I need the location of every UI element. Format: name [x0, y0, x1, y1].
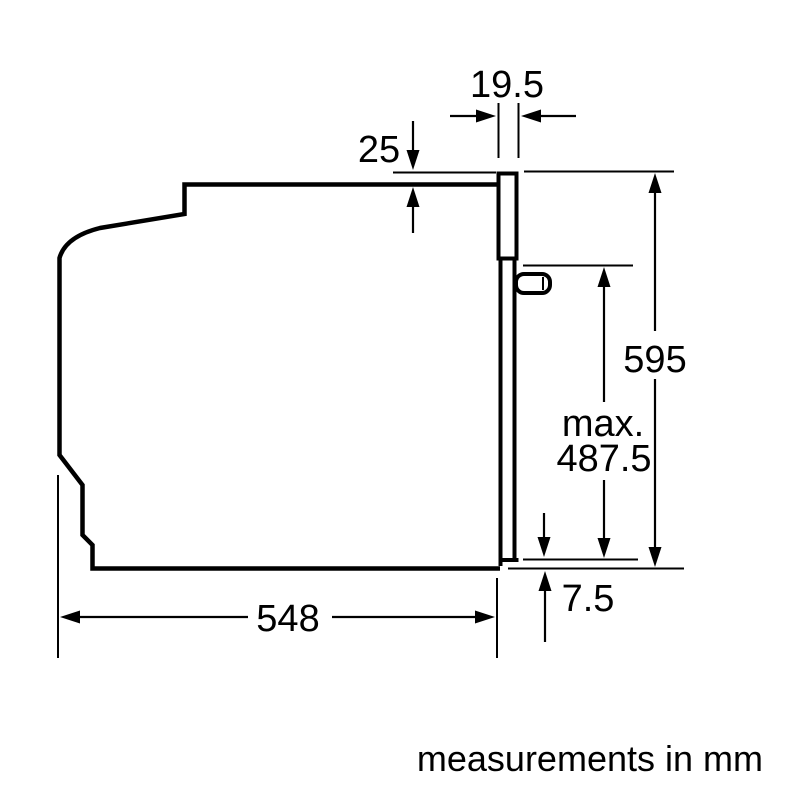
arrowhead-down	[537, 537, 551, 557]
appliance-drawing	[57, 171, 552, 571]
dim-label-7-5: 7.5	[562, 578, 615, 620]
arrowhead-up	[538, 571, 552, 591]
units-note: measurements in mm	[417, 738, 763, 779]
dim-bottom-gap-7-5: 7.5	[508, 513, 684, 642]
arrowhead-down	[597, 538, 611, 558]
front-panel	[496, 171, 519, 261]
arrowhead-down	[406, 150, 420, 170]
dim-label-25: 25	[358, 129, 400, 171]
dim-height-595: 595	[524, 170, 687, 567]
dim-top-overlap-25: 25	[358, 121, 496, 233]
arrowhead-left	[521, 109, 541, 123]
dim-top-width-19-5: 19.5	[450, 64, 576, 158]
oven-body-outline	[57, 182, 500, 571]
arrowhead-right	[476, 109, 496, 123]
dim-label-487-5: 487.5	[556, 438, 651, 480]
dim-label-595: 595	[623, 339, 686, 381]
arrowhead-up	[597, 267, 611, 287]
arrowhead-up	[648, 173, 662, 193]
dim-label-548: 548	[256, 598, 319, 640]
arrowhead-down	[648, 547, 662, 567]
arrowhead-up	[406, 187, 420, 207]
door-handle-outline	[514, 272, 552, 295]
dim-max-487-5: max. 487.5	[523, 264, 652, 558]
oven-door-front	[498, 258, 519, 566]
arrowhead-left	[60, 610, 80, 624]
dim-label-19-5: 19.5	[470, 64, 544, 106]
arrowhead-right	[475, 610, 495, 624]
dim-depth-548: 548	[57, 475, 498, 658]
door-handle	[514, 272, 552, 295]
dim-label-max: max.	[562, 403, 644, 445]
